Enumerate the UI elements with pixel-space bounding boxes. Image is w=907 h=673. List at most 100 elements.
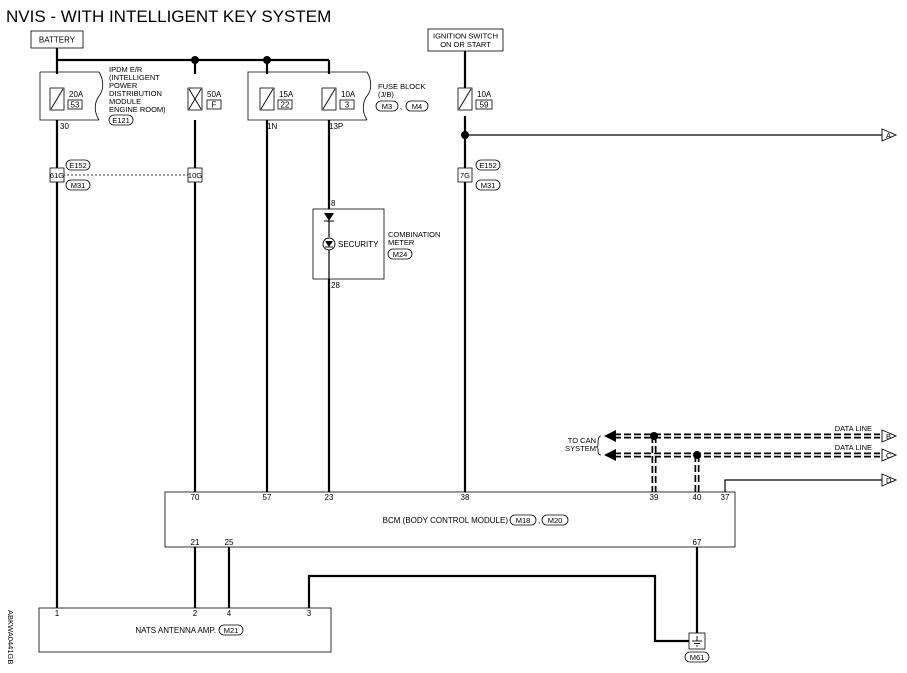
bcm-label: BCM (BODY CONTROL MODULE) — [383, 516, 509, 525]
fuse-icon — [322, 88, 336, 110]
nats-pin-2: 2 — [193, 609, 198, 618]
arrow-d-label: D — [886, 476, 892, 485]
arrow-left-c — [604, 449, 616, 461]
battery-block: BATTERY — [30, 30, 84, 49]
ipdm-label-3: POWER — [109, 81, 138, 90]
bcm-conn-sep: , — [538, 516, 540, 525]
joint-connector-right: 7G E152 M31 — [457, 159, 501, 191]
wires — [55, 48, 883, 643]
fuse-10a-terminal: 13P — [329, 122, 343, 131]
fuse-num-box — [475, 99, 493, 110]
fuse-10a-59: 10A 59 — [457, 87, 493, 111]
ignition-box — [427, 28, 504, 52]
ground-m61: M61 — [684, 632, 710, 663]
fuse-15a-num: 22 — [281, 101, 290, 110]
ground-connector: M61 — [690, 653, 705, 662]
bcm-pin-39: 39 — [650, 493, 659, 502]
bcm-pin-70: 70 — [191, 493, 200, 502]
bcm-pin-38: 38 — [461, 493, 470, 502]
nats-pin-3: 3 — [307, 609, 312, 618]
fuse-num-box — [67, 99, 83, 110]
fuse-10a-amp: 10A — [341, 90, 356, 99]
joint-pin-7g: 7G — [460, 171, 470, 180]
security-lamp-label: SECURITY — [338, 240, 379, 249]
nats-pin-4: 4 — [227, 609, 232, 618]
meter-label-1: COMBINATION — [388, 230, 440, 239]
fuse-10a-59-amp: 10A — [477, 90, 492, 99]
connector-badge — [475, 179, 501, 191]
connector-badge — [387, 248, 413, 260]
splice-dot — [650, 432, 658, 440]
connector-badge — [218, 624, 244, 636]
ipdm-label-5: MODULE — [109, 97, 141, 106]
joint-right-bottom-conn: M31 — [481, 181, 496, 190]
ipdm-er: 20A 53 30 IPDM E/R (INTELLIGENT POWER DI… — [39, 65, 166, 131]
joint-pin-box — [187, 167, 203, 183]
bcm-pin-21: 21 — [191, 538, 200, 547]
fuse-block-outline — [247, 71, 367, 121]
fuse-num-box — [277, 99, 293, 110]
fusible-link-amp: 50A — [207, 90, 222, 99]
battery-box — [30, 30, 84, 49]
can-labels: TO CAN SYSTEM DATA LINE DATA LINE — [565, 424, 872, 456]
brace-icon — [595, 435, 602, 456]
meter-connector: M24 — [393, 250, 408, 259]
arrow-c-label: C — [886, 451, 892, 460]
bcm-pin-37: 37 — [721, 493, 730, 502]
ipdm-terminal: 30 — [60, 122, 69, 131]
arrow-d-icon — [881, 473, 898, 487]
joint-left-bottom-conn: M31 — [71, 181, 86, 190]
ipdm-label-4: DISTRIBUTION — [109, 89, 162, 98]
fusible-link-id: F — [212, 101, 217, 110]
connector-badge — [475, 159, 501, 171]
nats-connector: M21 — [224, 626, 239, 635]
ignition-label-2: ON OR START — [440, 40, 491, 49]
diode-icon — [324, 213, 334, 221]
bcm-conn-1: M18 — [516, 516, 531, 525]
arrow-a-icon — [881, 128, 898, 142]
fuse-icon — [458, 88, 472, 110]
wire-bcm37-to-d — [724, 479, 883, 492]
joint-pin-box — [457, 167, 473, 183]
bcm-pin-25: 25 — [225, 538, 234, 547]
bcm-module: 70 57 23 38 39 40 37 21 25 67 BCM (BODY … — [164, 491, 736, 548]
fuse-block-conn-2: M4 — [412, 102, 422, 111]
connector-badge — [509, 514, 537, 526]
ipdm-wavy-edge — [94, 71, 104, 121]
bcm-pin-67: 67 — [693, 538, 702, 547]
arrow-b-label: B — [886, 432, 891, 441]
fuse-10a-59-num: 59 — [480, 101, 489, 110]
ignition-label-1: IGNITION SWITCH — [433, 32, 498, 41]
connector-badge — [65, 179, 91, 191]
ipdm-label-1: IPDM E/R — [109, 65, 143, 74]
joint-right-top-conn: E152 — [479, 161, 497, 170]
battery-label: BATTERY — [39, 36, 76, 45]
ipdm-connector: E121 — [112, 116, 130, 125]
data-line-label-1: DATA LINE — [835, 424, 872, 433]
nats-box — [38, 607, 332, 653]
fuse-block-jb: 15A 22 1N 10A 3 13P FUSE BLOCK (J/B) M3 … — [247, 71, 429, 131]
combination-meter: 8 SECURITY 28 COMBINATION METER M24 — [312, 199, 440, 290]
fuse-block-label-2: (J/B) — [378, 90, 394, 99]
fuse-15a-terminal: 1N — [267, 122, 277, 131]
arrow-left-b — [604, 430, 616, 442]
fuse-10a-num: 3 — [345, 101, 350, 110]
ipdm-label-6: ENGINE ROOM) — [109, 105, 166, 114]
data-line-label-2: DATA LINE — [835, 443, 872, 452]
fuse-num-box — [339, 99, 355, 110]
connector-badge — [405, 100, 429, 112]
arrow-b-icon — [881, 429, 898, 443]
connector-badge — [375, 100, 399, 112]
bcm-pin-57: 57 — [263, 493, 272, 502]
figure-code: ABKWA0441GB — [6, 610, 15, 664]
connector-badge — [541, 514, 569, 526]
fusible-link-id-box — [206, 99, 222, 110]
bcm-conn-2: M20 — [548, 516, 563, 525]
splice-dots — [191, 56, 701, 459]
joint-pin-61g: 61G — [50, 171, 64, 180]
nats-antenna-amp: 1 2 4 3 NATS ANTENNA AMP. M21 — [38, 607, 332, 653]
wire-nats3-to-ground — [307, 574, 697, 643]
connector-badge — [65, 159, 91, 171]
fuse-20a-num: 53 — [71, 101, 80, 110]
